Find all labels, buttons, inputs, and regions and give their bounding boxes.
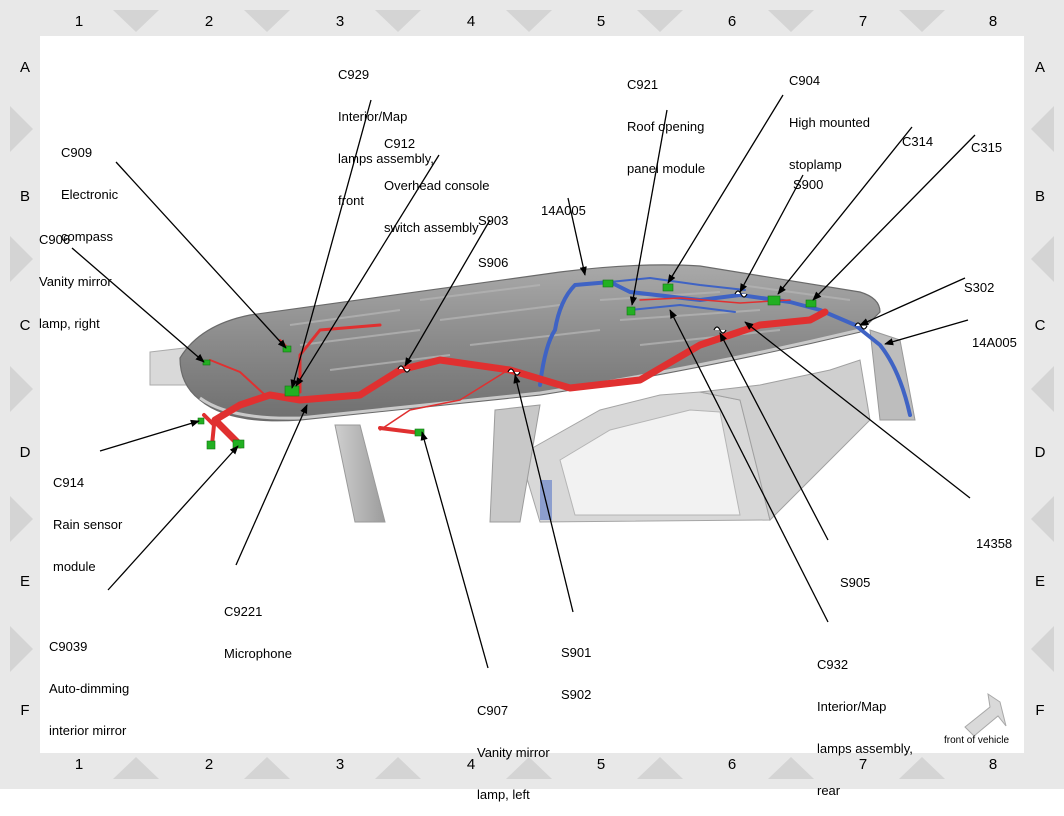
row-label-right-c: C	[1034, 317, 1046, 334]
splice-s903	[397, 365, 411, 373]
col-label-bottom-2: 2	[204, 756, 214, 773]
col-label-top-1: 1	[74, 13, 84, 30]
splice-s900	[734, 290, 748, 298]
callout-s302: S302	[964, 280, 995, 295]
col-label-bottom-5: 5	[596, 756, 606, 773]
leader-lines	[71, 94, 976, 669]
callout-s901-s902: S901 S902	[561, 645, 592, 702]
callout-c314: C314	[902, 134, 934, 149]
callout-s905: S905	[840, 575, 871, 590]
connector-c9039	[232, 439, 245, 449]
callout-14a005-top: 14A005	[541, 203, 586, 218]
splice-markers	[397, 290, 868, 376]
callout-c929: C929 Interior/Map lamps assembly, front	[338, 67, 434, 208]
callout-c914: C914 Rain sensor module	[53, 475, 123, 574]
col-label-top-6: 6	[727, 13, 737, 30]
connector-14a005	[602, 279, 614, 288]
callout-14a005-right: 14A005	[972, 335, 1017, 350]
callout-c9039: C9039 Auto-dimming interior mirror	[49, 639, 130, 738]
connector-c315	[805, 299, 817, 308]
row-label-right-d: D	[1034, 444, 1046, 461]
row-label-right-e: E	[1034, 573, 1045, 590]
connector-c904	[662, 283, 674, 292]
front-of-vehicle-label: front of vehicle	[944, 735, 1010, 746]
row-label-right-f: F	[1035, 702, 1045, 719]
callout-c904: C904 High mounted stoplamp	[789, 73, 870, 172]
row-label-left-b: B	[19, 188, 30, 205]
connector-c314	[767, 295, 781, 306]
col-label-bottom-4: 4	[466, 756, 476, 773]
row-label-right-b: B	[1034, 188, 1045, 205]
row-label-left-c: C	[19, 317, 31, 334]
callout-14358: 14358	[976, 536, 1013, 551]
col-label-top-2: 2	[204, 13, 214, 30]
vehicle-body-structure	[149, 329, 916, 523]
callout-s900: S900	[793, 177, 824, 192]
col-label-bottom-7: 7	[858, 756, 868, 773]
row-label-left-d: D	[19, 444, 31, 461]
callout-c921: C921 Roof opening panel module	[627, 77, 706, 176]
col-label-bottom-1: 1	[74, 756, 84, 773]
col-label-bottom-8: 8	[988, 756, 998, 773]
callout-c932: C932 Interior/Map lamps assembly, rear	[817, 657, 913, 798]
col-label-top-4: 4	[466, 13, 476, 30]
col-label-top-3: 3	[335, 13, 345, 30]
callout-s903-s906: S903 S906	[478, 213, 509, 270]
row-label-left-f: F	[20, 702, 30, 719]
row-label-left-e: E	[19, 573, 30, 590]
callout-c906: C906 Vanity mirror lamp, right	[39, 232, 112, 331]
splice-s302	[854, 322, 868, 330]
callout-c9221: C9221 Microphone	[224, 604, 292, 661]
col-label-top-7: 7	[858, 13, 868, 30]
connector-c9039-b	[206, 440, 216, 450]
connector-c921	[626, 306, 636, 316]
callout-c907: C907 Vanity mirror lamp, left	[477, 703, 550, 802]
connector-c906	[202, 359, 211, 366]
red-harness	[202, 297, 829, 449]
callout-c315: C315	[971, 140, 1003, 155]
col-label-bottom-3: 3	[335, 756, 345, 773]
front-of-vehicle-arrow-icon	[964, 692, 1007, 737]
row-label-left-a: A	[19, 59, 30, 76]
border-markers	[10, 10, 1054, 779]
col-label-bottom-6: 6	[727, 756, 737, 773]
callout-c912: C912 Overhead console switch assembly	[384, 136, 490, 235]
connector-c909	[282, 345, 292, 353]
col-label-top-5: 5	[596, 13, 606, 30]
col-label-top-8: 8	[988, 13, 998, 30]
roof-harness-illustration	[71, 94, 1007, 737]
row-label-right-a: A	[1034, 59, 1045, 76]
callout-c909: C909 Electronic compass	[61, 145, 119, 244]
